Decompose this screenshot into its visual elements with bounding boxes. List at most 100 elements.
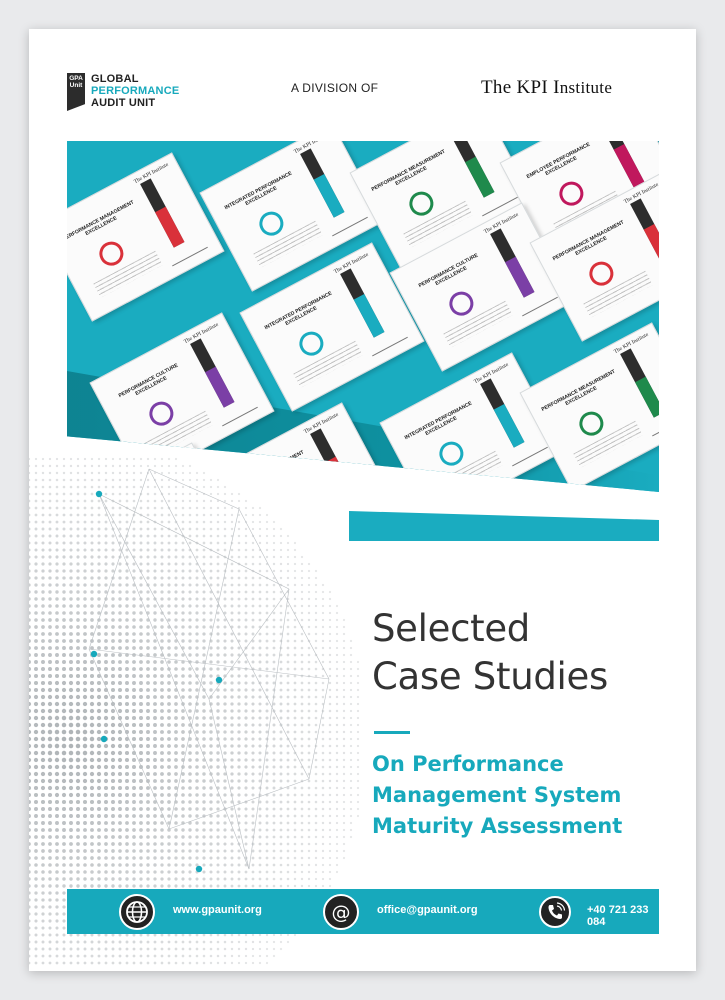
- gpa-unit-logo[interactable]: GPA Unit GLOBAL PERFORMANCE AUDIT UNIT: [67, 73, 237, 111]
- globe-dot: [61, 715, 67, 721]
- network-line: [208, 698, 250, 870]
- globe-dot: [202, 842, 206, 846]
- globe-dot: [293, 639, 297, 643]
- globe-dot: [237, 737, 241, 741]
- globe-dot: [181, 541, 185, 545]
- globe-dot: [103, 785, 109, 791]
- globe-dot: [251, 828, 255, 832]
- globe-dot: [153, 660, 157, 664]
- globe-dot: [118, 639, 122, 643]
- globe-dot: [195, 807, 199, 811]
- globe-dot: [328, 842, 332, 846]
- globe-dot: [33, 708, 39, 714]
- globe-dot: [237, 800, 241, 804]
- globe-dot: [279, 541, 283, 545]
- globe-dot: [167, 702, 171, 706]
- globe-dot: [48, 576, 52, 580]
- globe-dot: [174, 632, 178, 636]
- globe-dot: [223, 814, 227, 818]
- globe-dot: [258, 597, 262, 601]
- globe-dot: [153, 674, 157, 678]
- globe-dot: [307, 828, 311, 832]
- globe-dot: [111, 954, 115, 958]
- globe-dot: [34, 625, 38, 629]
- globe-dot: [258, 856, 262, 860]
- globe-dot: [69, 590, 73, 594]
- globe-dot: [104, 478, 108, 482]
- globe-dot: [202, 870, 206, 874]
- globe-dot: [293, 723, 297, 727]
- globe-dot: [104, 884, 108, 888]
- globe-dot: [251, 758, 255, 762]
- globe-dot: [237, 576, 241, 580]
- globe-dot: [272, 681, 276, 685]
- globe-dot: [272, 583, 276, 587]
- globe-dot: [41, 513, 45, 517]
- globe-dot: [265, 786, 269, 790]
- globe-dot: [237, 723, 241, 727]
- globe-dot: [174, 471, 178, 475]
- globe-dot: [300, 744, 304, 748]
- globe-dot: [223, 513, 227, 517]
- email-link[interactable]: office@gpaunit.org: [377, 904, 478, 916]
- globe-dot: [349, 744, 353, 748]
- globe-dot: [118, 527, 122, 531]
- globe-dot: [244, 877, 248, 881]
- globe-dot: [258, 618, 262, 622]
- globe-dot: [55, 835, 59, 839]
- globe-dot: [195, 639, 199, 643]
- globe-dot: [83, 478, 87, 482]
- globe-dot: [321, 730, 325, 734]
- globe-dot: [40, 757, 46, 763]
- globe-dot: [181, 786, 185, 790]
- globe-dot: [29, 736, 32, 742]
- globe-dot: [265, 730, 269, 734]
- globe-dot: [55, 527, 59, 531]
- website-link[interactable]: www.gpaunit.org: [173, 904, 262, 916]
- globe-dot: [300, 569, 304, 573]
- globe-dot: [125, 590, 129, 594]
- globe-dot: [195, 828, 199, 832]
- globe-dot: [132, 821, 136, 825]
- globe-dot: [62, 499, 66, 503]
- globe-dot: [167, 681, 171, 685]
- globe-dot: [160, 569, 164, 573]
- network-line: [168, 778, 310, 830]
- globe-dot: [48, 632, 52, 636]
- globe-dot: [342, 849, 346, 853]
- globe-dot: [279, 695, 283, 699]
- globe-dot: [167, 877, 171, 881]
- globe-dot: [160, 779, 164, 783]
- globe-dot: [146, 849, 150, 853]
- globe-dot: [237, 758, 241, 762]
- kpi-institute-logo[interactable]: The KPI Institute: [481, 77, 613, 98]
- globe-dot: [118, 674, 122, 678]
- globe-dot: [34, 639, 38, 643]
- globe-dot: [90, 660, 94, 664]
- globe-dot: [181, 583, 185, 587]
- certificate-maturity-bar: [480, 378, 525, 448]
- globe-dot: [29, 926, 31, 930]
- globe-dot: [342, 716, 346, 720]
- globe-dot: [48, 562, 52, 566]
- certificate-maturity-bar: [600, 141, 645, 188]
- globe-dot: [34, 807, 38, 811]
- globe-dot: [146, 513, 150, 517]
- globe-dot: [258, 842, 262, 846]
- globe-dot: [223, 800, 227, 804]
- globe-dot: [97, 457, 101, 461]
- globe-dot: [216, 716, 220, 720]
- globe-dot: [230, 492, 234, 496]
- globe-dot: [167, 856, 171, 860]
- globe-dot: [286, 611, 290, 615]
- certificate-title: PERFORMANCE MANAGEMENT EXCELLENCE: [551, 219, 626, 263]
- globe-dot: [29, 961, 31, 965]
- phone-link[interactable]: +40 721 233 084: [587, 904, 649, 928]
- globe-dot: [146, 541, 150, 545]
- globe-dot: [314, 639, 318, 643]
- globe-dot: [258, 779, 262, 783]
- globe-dot: [125, 611, 129, 615]
- globe-dot: [146, 807, 150, 811]
- globe-dot: [103, 715, 109, 721]
- globe-dot: [293, 576, 297, 580]
